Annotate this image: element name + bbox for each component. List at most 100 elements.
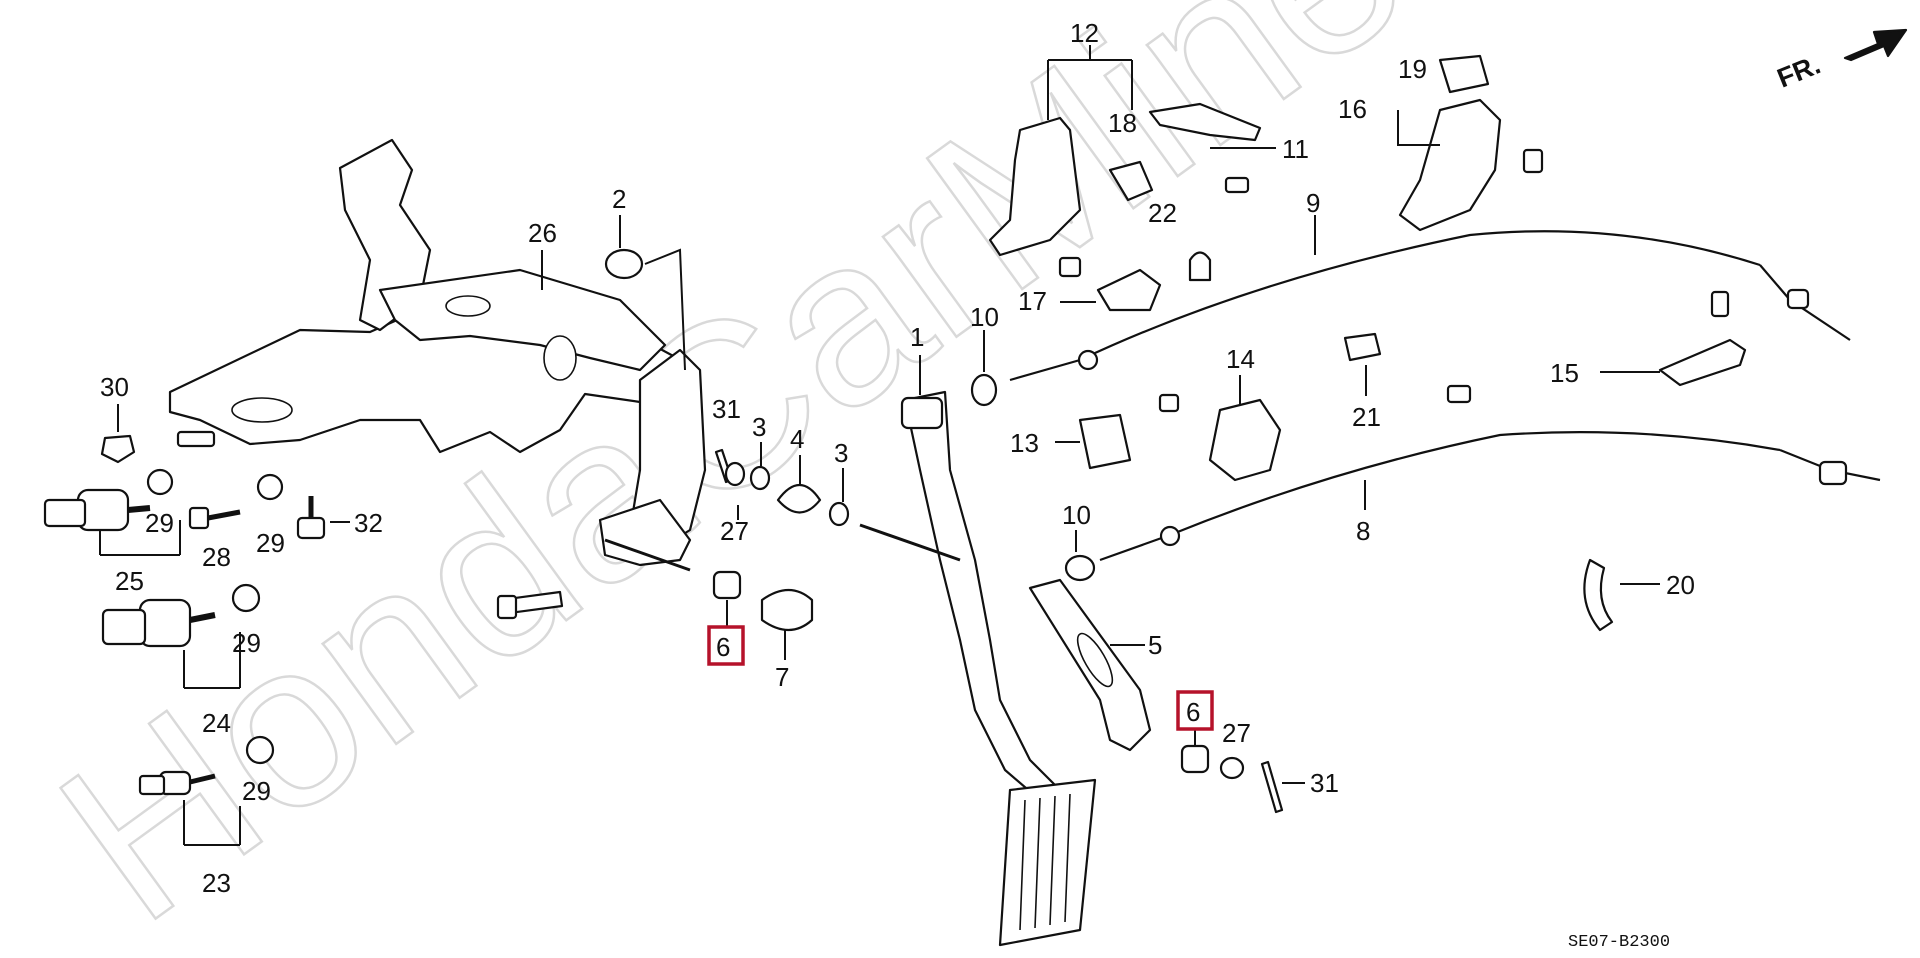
callout-31: 31 xyxy=(712,394,741,424)
callout-12: 12 xyxy=(1070,18,1099,48)
cotter-pin-31 xyxy=(1260,760,1284,814)
callout-32: 32 xyxy=(354,508,383,538)
pivot-shaft xyxy=(604,538,691,572)
bolt-small xyxy=(1224,176,1250,194)
bracket-13 xyxy=(1078,413,1132,470)
callout-21: 21 xyxy=(1352,402,1381,432)
accelerator-lever xyxy=(1028,578,1284,814)
callout-13: 13 xyxy=(1010,428,1039,458)
grommet-10 xyxy=(1064,554,1096,582)
clamp-20 xyxy=(1583,558,1614,632)
callout-6: 6 xyxy=(1186,697,1200,727)
callout-2: 2 xyxy=(612,184,626,214)
switch-connector xyxy=(138,774,166,796)
callout-6: 6 xyxy=(716,632,730,662)
callout-9: 9 xyxy=(1306,188,1320,218)
switch-connector xyxy=(101,608,147,646)
callout-18: 18 xyxy=(1108,108,1137,138)
pedal-pad-ridges xyxy=(1019,793,1071,931)
spring-4 xyxy=(776,483,822,514)
callout-28: 28 xyxy=(202,542,231,572)
clip-21 xyxy=(1343,332,1382,362)
bracket-16 xyxy=(1398,98,1502,232)
nut-30 xyxy=(100,434,136,464)
bolt-28 xyxy=(188,506,210,530)
callout-19: 19 xyxy=(1398,54,1427,84)
clip-19 xyxy=(1438,54,1490,94)
callout-31: 31 xyxy=(1310,768,1339,798)
leader-2 xyxy=(619,215,686,371)
spring-7 xyxy=(760,588,814,632)
callout-5: 5 xyxy=(1148,630,1162,660)
callout-29: 29 xyxy=(256,528,285,558)
nut-29 xyxy=(245,735,275,765)
cable-end-fitting xyxy=(1077,349,1099,371)
nut-29 xyxy=(146,468,174,496)
bracket-15 xyxy=(1658,338,1747,387)
bolt-small xyxy=(1710,290,1730,318)
bolt-28-shank xyxy=(207,509,241,521)
cable-9 xyxy=(1009,230,1761,382)
callout-29: 29 xyxy=(242,776,271,806)
cable-adjuster xyxy=(1818,460,1848,486)
callout-7: 7 xyxy=(775,662,789,692)
callout-24: 24 xyxy=(202,708,231,738)
clip-2 xyxy=(604,248,644,280)
leader-3 xyxy=(760,442,844,502)
pedal-bracket-assembly xyxy=(168,138,707,620)
front-arrow-icon xyxy=(1843,28,1908,62)
clamp-22 xyxy=(1188,251,1212,282)
callout-4: 4 xyxy=(790,424,804,454)
accelerator-pedal-assembly xyxy=(859,390,1097,947)
callout-23: 23 xyxy=(202,868,231,898)
callout-15: 15 xyxy=(1550,358,1579,388)
bracket-stud xyxy=(176,430,216,448)
callout-29: 29 xyxy=(145,508,174,538)
switch-thread xyxy=(189,773,216,785)
grommet-10 xyxy=(970,373,998,407)
mounting-bolt-head xyxy=(496,594,518,620)
bushing-6 xyxy=(1180,744,1210,774)
callout-6-highlight xyxy=(707,625,745,666)
front-direction-label: FR. xyxy=(1773,49,1825,93)
leader-12 xyxy=(1047,45,1133,120)
nut-29 xyxy=(231,583,261,613)
callout-labels: 1 2 3 3 4 5 6 6 7 8 9 10 10 11 12 13 14 … xyxy=(100,18,1695,898)
callout-10: 10 xyxy=(1062,500,1091,530)
callout-1: 1 xyxy=(910,322,924,352)
callout-22: 22 xyxy=(1148,198,1177,228)
callout-11: 11 xyxy=(1282,134,1309,164)
callout-30: 30 xyxy=(100,372,129,402)
callout-26: 26 xyxy=(528,218,557,248)
fasteners-left xyxy=(100,248,644,765)
bracket-hole xyxy=(231,397,293,423)
bolt-small xyxy=(1446,384,1472,404)
bracket-11 xyxy=(1148,102,1262,142)
bolt-small xyxy=(1522,148,1544,174)
accelerator-pedal-pad xyxy=(998,778,1097,947)
bracket-12 xyxy=(988,116,1082,257)
callout-3: 3 xyxy=(752,412,766,442)
pivot-hardware-left xyxy=(712,448,850,632)
clip-18 xyxy=(1108,160,1154,202)
callout-8: 8 xyxy=(1356,516,1370,546)
callout-25: 25 xyxy=(115,566,144,596)
cable-adjuster xyxy=(1786,288,1810,310)
leader-lines xyxy=(99,45,1660,846)
washer-3 xyxy=(828,501,850,527)
leader-16 xyxy=(1397,110,1440,146)
bolt-small xyxy=(1158,393,1180,413)
bracket-pivot-arm xyxy=(598,498,692,567)
throttle-cables xyxy=(1009,230,1881,562)
switch-thread xyxy=(127,505,151,513)
pedal-pivot-rod xyxy=(859,523,961,562)
switch-23 xyxy=(138,770,216,796)
bracket-hole xyxy=(543,335,577,381)
callout-10: 10 xyxy=(970,302,999,332)
leader-23 xyxy=(183,800,241,846)
clamp-17 xyxy=(1096,268,1162,312)
callout-17: 17 xyxy=(1018,286,1047,316)
bolt-32 xyxy=(296,516,326,540)
